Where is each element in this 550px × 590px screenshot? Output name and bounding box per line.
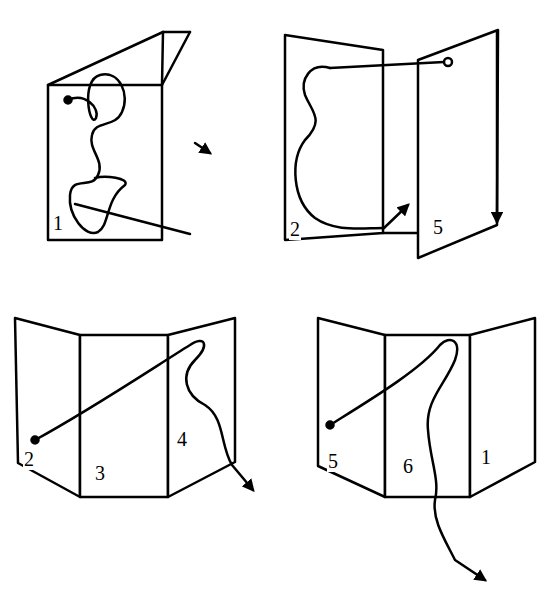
callout-number: 5 — [432, 216, 444, 238]
tri-fold-sheet — [318, 318, 535, 497]
callout-number: 5 — [327, 450, 339, 472]
callout-number: 2 — [289, 218, 301, 240]
callout-number: 4 — [176, 428, 188, 450]
tri-fold-sheet — [15, 318, 235, 497]
callout-number: 3 — [94, 462, 106, 484]
callout-number: 6 — [402, 455, 414, 477]
opening-sheet — [285, 30, 498, 258]
callout-number: 1 — [52, 212, 64, 234]
scribble-curve — [295, 67, 384, 229]
scribble-curve — [330, 340, 485, 580]
scribble-curve — [35, 341, 253, 490]
folded-sheet — [48, 32, 190, 240]
direction-arrow — [195, 143, 210, 153]
scribble-line — [75, 204, 190, 234]
callout-number: 1 — [480, 446, 492, 468]
callout-number: 2 — [23, 448, 35, 470]
